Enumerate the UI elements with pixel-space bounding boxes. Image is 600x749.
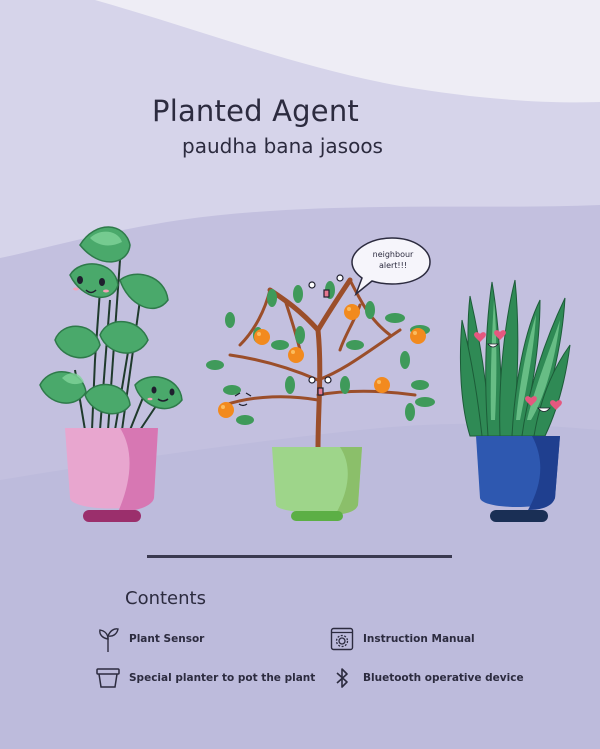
pothos-face-2 [147, 386, 175, 402]
contents-item-special-planter: Special planter to pot the plant [95, 665, 315, 691]
contents-item-plant-sensor: Plant Sensor [95, 626, 204, 652]
manual-gear-icon [329, 626, 355, 652]
left-plant [39, 226, 183, 522]
bluetooth-icon [329, 665, 355, 691]
tree-face-3 [234, 392, 252, 407]
snake-face-2 [525, 396, 562, 412]
right-plant [459, 279, 571, 522]
section-divider [147, 555, 452, 558]
page-title: Planted Agent [152, 94, 359, 128]
speech-bubble-text: neighbour alert!!! [360, 249, 426, 271]
contents-item-label: Plant Sensor [129, 633, 205, 645]
contents-item-bluetooth-device: Bluetooth operative device [329, 665, 524, 691]
contents-heading: Contents [125, 588, 206, 609]
contents-item-label: Instruction Manual [363, 633, 475, 645]
speech-bubble-line-1: neighbour [372, 250, 414, 259]
tree-face-2 [308, 376, 332, 396]
snake-face-1 [474, 330, 506, 348]
page-subtitle: paudha bana jasoos [182, 134, 383, 158]
contents-item-label: Bluetooth operative device [363, 672, 524, 684]
contents-item-instruction-manual: Instruction Manual [329, 626, 475, 652]
sprout-icon [95, 626, 121, 652]
tree-face-1 [308, 274, 344, 298]
middle-plant [206, 237, 435, 521]
speech-bubble-line-2: alert!!! [378, 261, 408, 270]
pothos-face-1 [73, 276, 109, 294]
contents-item-label: Special planter to pot the plant [129, 672, 316, 684]
planter-icon [95, 665, 121, 691]
